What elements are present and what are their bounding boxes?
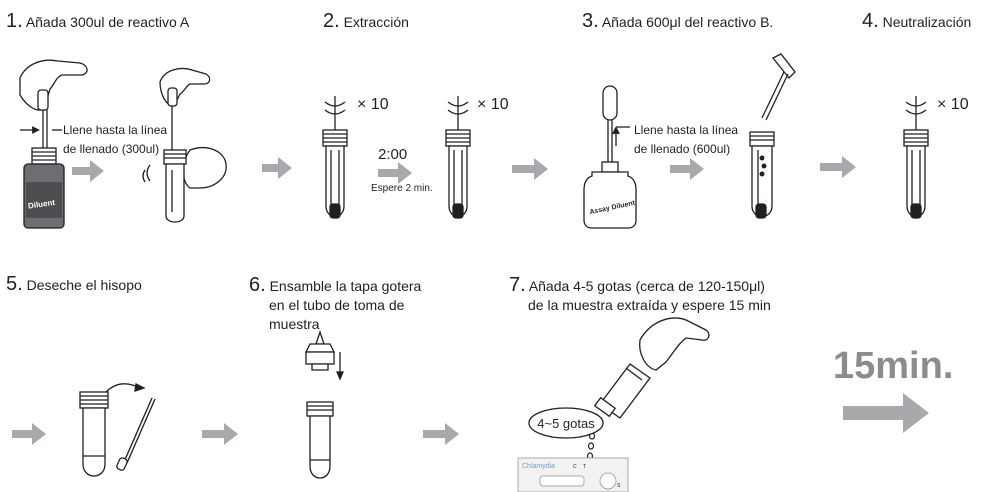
step-text: Extracción — [343, 14, 409, 30]
timer-label: 2:00 — [378, 146, 408, 163]
step-4-title: 4. Neutralización — [862, 10, 972, 32]
drops-count-label: 4~5 gotas — [537, 416, 595, 431]
dropper-cap-assembly — [304, 329, 344, 479]
extraction-tube-1 — [322, 96, 348, 219]
repeat-count-2: × 10 — [477, 96, 509, 113]
label-line: de llenado (600ul) — [634, 142, 731, 156]
control-mark: C — [573, 464, 577, 470]
tube-with-dropper-step3 — [749, 53, 796, 219]
assay-diluent-bottle — [583, 85, 637, 229]
step-6-title: 6. Ensamble la tapa gotera en el tubo de… — [249, 274, 422, 334]
next-arrow — [378, 162, 412, 184]
next-arrow — [12, 423, 46, 445]
gray-arrows-row1 — [72, 156, 856, 184]
step-text-line: de la muestra extraída y espere 15 min — [528, 297, 771, 313]
label-line: de llenado (300ul) — [63, 142, 160, 156]
step-text: Deseche el hisopo — [26, 277, 142, 293]
test-cassette — [517, 457, 629, 492]
next-arrow — [512, 158, 548, 180]
fill-line-label-600: Llene hasta la línea de llenado (600ul) — [634, 121, 738, 159]
gray-arrows-row2 — [12, 393, 929, 445]
step-number: 1. — [6, 10, 23, 32]
next-arrow — [843, 393, 929, 433]
step-number: 3. — [582, 10, 599, 32]
next-arrow — [423, 423, 459, 445]
step-number: 7. — [509, 274, 526, 296]
step-5-title: 5. Deseche el hisopo — [6, 273, 142, 295]
next-arrow — [670, 158, 704, 180]
step-number: 2. — [323, 10, 340, 32]
step-7-title: 7. Añada 4-5 gotas (cerca de 120-150μl) … — [509, 274, 771, 315]
discard-swab-illustration — [79, 383, 156, 477]
repeat-count-3: × 10 — [937, 96, 969, 113]
step-text: Añada 600μl del reactivo B. — [601, 14, 774, 30]
step-3-title: 3. Añada 600μl del reactivo B. — [582, 10, 774, 32]
step-number: 6. — [249, 274, 266, 296]
step-text-line: en el tubo de toma de — [269, 297, 405, 313]
extraction-tube-2 — [445, 96, 471, 219]
step-text-line: Ensamble la tapa gotera — [269, 278, 422, 294]
step-text-line: Añada 4-5 gotas (cerca de 120-150μl) — [528, 278, 765, 294]
fill-line-label-300: Llene hasta la línea de llenado (300ul) — [63, 121, 167, 159]
diluent-label: Diluent — [27, 198, 55, 211]
next-arrow — [202, 423, 238, 445]
next-arrow — [820, 156, 856, 178]
label-line: Llene hasta la línea — [63, 123, 168, 137]
step-text: Neutralización — [882, 14, 972, 30]
drops-callout — [528, 407, 604, 439]
label-line: Llene hasta la línea — [634, 123, 739, 137]
next-arrow — [72, 160, 104, 182]
step-text: Añada 300ul de reactivo A — [25, 14, 190, 30]
sample-mark: S — [617, 483, 621, 489]
diluent-bottle-step1 — [19, 59, 88, 229]
step-1-title: 1. Añada 300ul de reactivo A — [6, 10, 190, 32]
step-number: 5. — [6, 273, 23, 295]
step-2-title: 2. Extracción — [323, 10, 409, 32]
cassette-brand: Chlamydia — [522, 463, 555, 470]
wait-label: Espere 2 min. — [371, 183, 433, 194]
next-arrow — [262, 157, 292, 179]
dropper-hand-step7 — [592, 317, 710, 429]
wait-time-label: 15min. — [833, 345, 954, 387]
step-number: 4. — [862, 10, 879, 32]
step-text-line: muestra — [269, 316, 320, 332]
tube-in-hand-step1 — [142, 67, 227, 223]
test-mark: T — [583, 464, 586, 470]
repeat-count-1: × 10 — [357, 96, 389, 113]
neutralization-tube — [903, 96, 929, 219]
